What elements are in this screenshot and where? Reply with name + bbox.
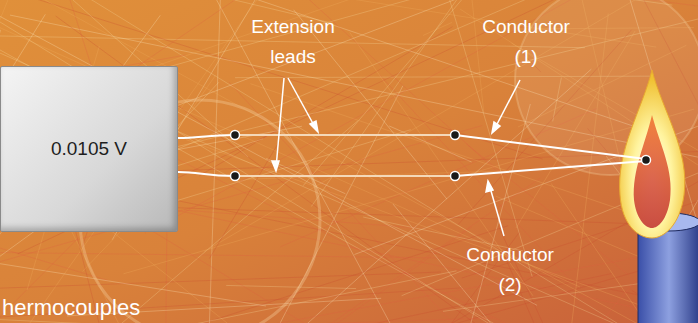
meter-lead: [178, 172, 235, 176]
conductor-wire: [455, 135, 646, 159]
leader-line: [489, 184, 504, 236]
texture-stroke: [208, 0, 222, 323]
leaders: [272, 78, 520, 236]
junction-dot: [451, 131, 460, 140]
leader-line: [276, 78, 284, 168]
part-label: Conductor (2): [454, 240, 566, 300]
meter-box: 0.0105 V: [0, 66, 178, 232]
watermark: hermocouples: [2, 296, 140, 320]
extension-lead: [235, 134, 455, 136]
wires: [178, 135, 646, 176]
leader-line: [494, 80, 520, 130]
texture-stroke: [0, 47, 556, 323]
texture-stroke: [129, 217, 396, 323]
texture-stroke: [185, 210, 417, 228]
junctions: [231, 131, 651, 181]
texture-stroke: [128, 249, 683, 323]
texture-stroke: [209, 142, 278, 258]
leader-arrowhead: [310, 121, 318, 132]
leader-arrowhead: [272, 161, 279, 171]
texture-stroke: [176, 0, 423, 323]
texture-stroke: [312, 227, 472, 323]
texture-stroke: [0, 272, 441, 291]
texture-stroke: [282, 274, 611, 323]
flame-core: [634, 115, 671, 228]
part-label: Extension leads: [237, 12, 349, 72]
texture-stroke: [0, 0, 580, 287]
leader-arrowhead: [492, 122, 500, 133]
meter-lead: [178, 135, 235, 138]
junction-dot: [231, 131, 240, 140]
meter-reading: 0.0105 V: [51, 138, 127, 160]
texture-stroke: [0, 320, 615, 323]
texture-stroke: [0, 0, 537, 305]
leader-arrowhead: [486, 181, 493, 192]
texture-stroke: [294, 10, 447, 199]
texture-stroke: [423, 22, 452, 35]
junction-dot: [231, 172, 240, 181]
leader-line: [288, 78, 316, 129]
extension-lead: [235, 175, 455, 177]
conductor-wire: [455, 161, 646, 176]
flame: [620, 70, 685, 238]
hot-junction: [642, 156, 651, 165]
texture-stroke: [0, 288, 462, 323]
texture-stroke: [465, 0, 483, 112]
junction-dot: [451, 172, 460, 181]
part-label: Conductor (1): [470, 12, 582, 72]
texture-stroke: [0, 1, 592, 323]
texture-stroke: [389, 126, 471, 162]
